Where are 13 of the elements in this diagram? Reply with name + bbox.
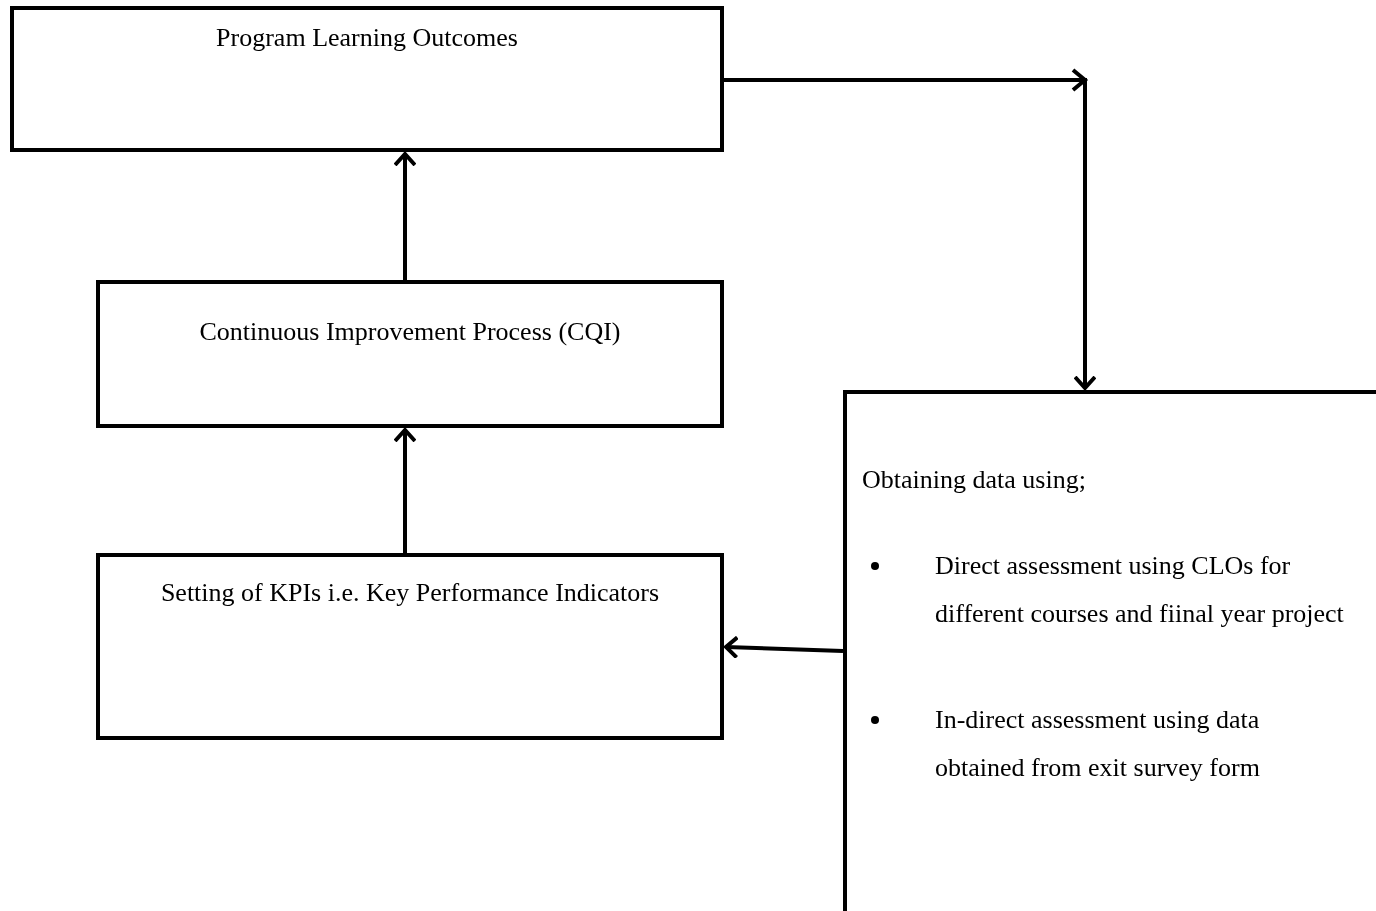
box-heading: Obtaining data using; xyxy=(862,464,1086,496)
arrow xyxy=(393,152,417,280)
box-label: Program Learning Outcomes xyxy=(215,22,519,54)
arrow xyxy=(393,428,417,553)
process-box xyxy=(10,6,724,152)
box-label: Continuous Improvement Process (CQI) xyxy=(198,316,622,348)
process-box xyxy=(96,280,724,428)
bullet-text: Direct assessment using CLOs for different courses and fiinal year project xyxy=(935,550,1345,630)
bullet-text: In-direct assessment using data obtained from exit survey form xyxy=(935,704,1261,784)
arrow xyxy=(724,635,844,660)
process-box xyxy=(96,553,724,740)
process-box xyxy=(843,390,1376,911)
box-label: Setting of KPIs i.e. Key Performance Indicators xyxy=(159,577,661,609)
